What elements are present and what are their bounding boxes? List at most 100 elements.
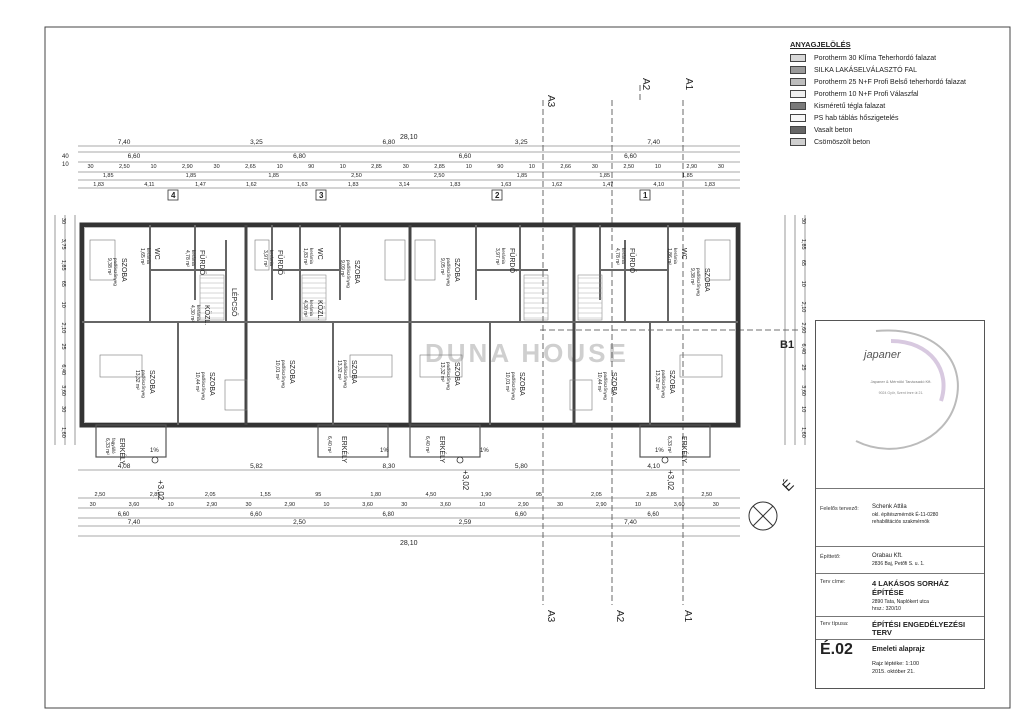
dim-left-value: 3,60	[60, 385, 66, 396]
dim-top-40: 40	[62, 154, 69, 160]
dim-top-value: 1,83	[93, 182, 104, 188]
material-legend: ANYAGJELÖLÉS Porotherm 30 Klíma Teherhor…	[790, 40, 1018, 148]
room-floor: padlószőnyeg	[281, 360, 286, 388]
elevation-1: +3,02	[156, 480, 165, 501]
client-name: Orabau Kft.	[872, 553, 903, 559]
legend-swatch	[790, 90, 806, 98]
sheet-frame	[44, 26, 1011, 709]
legend-label: PS hab táblás hőszigetelés	[814, 114, 899, 122]
dim-bottom-value: 2,05	[205, 492, 216, 498]
room-floor: padlószőnyeg	[113, 258, 118, 286]
dim-top-value: 6,60	[459, 153, 472, 160]
legend-label: Porotherm 30 Klíma Teherhordó falazat	[814, 54, 937, 62]
elevation-2: +3,02	[461, 470, 470, 491]
room-name: WC	[153, 248, 160, 260]
logo-swirl-icon	[855, 329, 959, 450]
dim-top-value: 30	[718, 164, 724, 170]
dim-top-value: 1,83	[704, 182, 715, 188]
company-logo: japaner Japaner & Mérnöki Tanácsadó Kft.…	[816, 321, 984, 488]
dim-bottom-value: 2,50	[701, 492, 712, 498]
room-area: 1,83 m²	[302, 248, 308, 265]
plan-title-label: Terv címe:	[820, 579, 846, 585]
room-area: 4,78 m²	[184, 250, 190, 267]
dim-bottom-value: 30	[557, 502, 563, 508]
room-floor: kerámia	[191, 250, 196, 267]
dim-left-value: 30	[60, 218, 66, 224]
dim-bottom-total: 28,10	[400, 540, 418, 547]
unit-marker-3	[315, 189, 327, 201]
room-area: 4,30 m²	[189, 305, 195, 322]
room-floor: padlószőnyeg	[446, 258, 451, 286]
dim-bottom-value: 2,50	[293, 519, 306, 526]
watermark: DUNA HOUSE	[425, 338, 629, 368]
room-name: SZOBA	[610, 372, 617, 396]
room-floor: padlószőnyeg	[511, 372, 516, 400]
legend-row: Vasalt beton	[790, 124, 1018, 136]
dim-bottom-value: 10	[323, 502, 329, 508]
dim-bottom-value: 30	[401, 502, 407, 508]
dim-bottom-value: 7,40	[128, 519, 141, 526]
room-area: 6,40 m²	[424, 436, 430, 453]
dim-bottom-value: 4,50	[426, 492, 437, 498]
dim-top-value: 6,60	[128, 153, 141, 160]
room-area: 4,30 m²	[302, 300, 308, 317]
balcony-3	[317, 424, 389, 458]
room-area: 13,32 m²	[134, 370, 140, 390]
dim-bottom-value: 8,30	[383, 463, 396, 470]
dim-bottom-value: 1,55	[260, 492, 271, 498]
dim-bottom-value: 6,60	[250, 512, 262, 518]
room-name: ERKÉLY	[438, 436, 447, 463]
elevation-marks: +3,02 +3,02 +3,02	[151, 456, 675, 501]
dim-top-value: 10	[529, 164, 535, 170]
plan-type-1: ÉPÍTÉSI ENGEDÉLYEZÉSI	[872, 620, 966, 629]
dim-top-value: 1,63	[501, 182, 512, 188]
room-floor: kerámia	[621, 248, 626, 265]
dim-top-value: 2,90	[686, 164, 697, 170]
dim-bottom-value: 2,90	[284, 502, 295, 508]
dim-top-value: 1,47	[603, 182, 614, 188]
dim-right-value: 65	[800, 260, 806, 266]
legend-label: Vasalt beton	[814, 126, 853, 134]
company-name: Japaner & Mérnöki Tanácsadó Kft.	[870, 379, 932, 384]
legend-row: PS hab táblás hőszigetelés	[790, 112, 1018, 124]
sheet-name: Emeleti alaprajz	[872, 646, 925, 653]
balcony-2	[409, 424, 481, 458]
dim-top-value: 10	[151, 164, 157, 170]
plan-title-hrsz: hrsz.: 320/10	[872, 606, 901, 612]
legend-row: SILKA LAKÁSELVÁLASZTÓ FAL	[790, 64, 1018, 76]
room-name: SZOBA	[453, 258, 460, 282]
legend-swatch	[790, 138, 806, 146]
plan-title-2: ÉPÍTÉSE	[872, 588, 904, 597]
dim-bottom-value: 1,90	[481, 492, 492, 498]
slope-label: 1%	[150, 448, 159, 454]
plan-type-2: TERV	[872, 628, 892, 637]
room-name: KÖZL.	[203, 305, 211, 325]
room-floor: padlószőnyeg	[343, 360, 348, 388]
legend-row: Porotherm 30 Klíma Teherhordó falazat	[790, 52, 1018, 64]
dim-bottom-value: 30	[90, 502, 96, 508]
room-floor: kerámia	[309, 248, 314, 265]
dim-bottom-value: 10	[635, 502, 641, 508]
room-name: SZOBA	[668, 370, 675, 394]
stair-treads	[200, 277, 602, 319]
plan-type-label: Terv típusa:	[820, 621, 849, 627]
room-name: FÜRDŐ	[198, 250, 207, 275]
dim-top-value: 2,50	[623, 164, 634, 170]
slope-label: 1%	[655, 448, 664, 454]
dim-right-value: 1,85	[800, 239, 806, 250]
section-a2-top: A2	[640, 78, 651, 91]
room-floor: padlószőnyeg	[696, 268, 701, 296]
dim-bottom-value: 4,10	[647, 463, 660, 470]
legend-swatch	[790, 66, 806, 74]
designer-cert: okl. építészmérnök É-11-0280	[872, 512, 939, 518]
dim-bottom-value: 2,59	[459, 519, 472, 526]
dim-top-value: 10	[466, 164, 472, 170]
dim-top-total: 28,10	[400, 134, 418, 141]
dim-bottom-value: 6,60	[118, 512, 130, 518]
section-a1-top: A1	[683, 78, 694, 91]
unit-marker-4	[167, 189, 179, 201]
